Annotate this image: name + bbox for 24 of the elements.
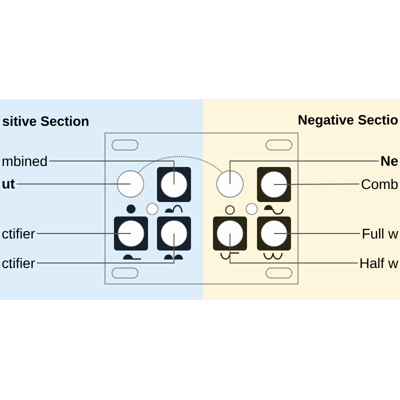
jack-label: Ne — [381, 156, 398, 166]
leader-line — [230, 233, 358, 264]
leader-line — [36, 233, 132, 234]
jack-socket — [157, 167, 191, 202]
jack-label: Comb — [362, 178, 398, 190]
jack-label: Full w — [362, 228, 398, 239]
leader-line — [230, 160, 380, 184]
jack-label: ctifier — [2, 258, 35, 268]
jack-label: ut — [2, 179, 15, 189]
jack-socket — [114, 216, 148, 250]
jack-label: ctifier — [2, 228, 35, 239]
jack-socket — [213, 216, 247, 250]
jack-socket — [116, 170, 144, 198]
dotted-curve — [138, 156, 223, 174]
leader-line — [48, 160, 174, 185]
jack-label: mbined — [2, 156, 47, 166]
jack-socket — [257, 167, 291, 202]
leader-line — [274, 184, 360, 185]
jack-socket — [216, 170, 244, 198]
leader-line — [36, 233, 174, 264]
jack-socket — [257, 216, 291, 250]
leader-line — [274, 233, 360, 234]
jack-socket — [157, 216, 191, 250]
jack-label: Half w — [360, 258, 398, 268]
